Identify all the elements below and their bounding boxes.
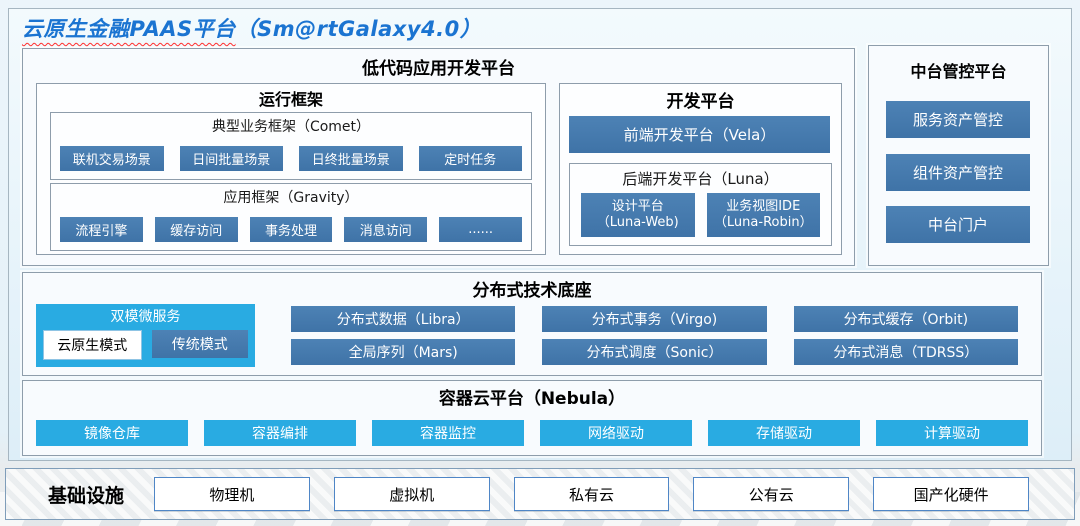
- node-sonic-distributed-scheduling: 分布式调度（Sonic）: [542, 339, 767, 365]
- node-midplatform-portal: 中台门户: [886, 206, 1030, 243]
- node-luna-robin-line2: （Luna-Robin）: [713, 215, 813, 230]
- node-service-asset-control: 服务资产管控: [886, 101, 1030, 138]
- gravity-framework-box: 应用框架（Gravity） 流程引擎 缓存访问 事务处理 消息访问 ......: [50, 183, 532, 251]
- node-container-monitoring: 容器监控: [372, 420, 524, 446]
- node-luna-web-line1: 设计平台: [611, 198, 664, 214]
- midplatform-title: 中台管控平台: [910, 62, 1007, 81]
- infrastructure-strip: 基础设施 物理机 虚拟机 私有云 公有云 国产化硬件: [5, 468, 1075, 520]
- dev-platform-title: 开发平台: [666, 92, 735, 112]
- node-component-asset-control: 组件资产管控: [886, 154, 1030, 191]
- lowcode-platform-panel: 低代码应用开发平台 运行框架 典型业务框架（Comet） 联机交易场景 日间批量…: [22, 48, 855, 266]
- comet-node-row: 联机交易场景 日间批量场景 日终批量场景 定时任务: [60, 146, 522, 171]
- node-virtual-machine: 虚拟机: [333, 477, 490, 511]
- nebula-platform-panel: 容器云平台（Nebula） 镜像仓库 容器编排 容器监控 网络驱动 存储驱动 计…: [22, 380, 1042, 456]
- node-cache-access: 缓存访问: [154, 217, 238, 242]
- runtime-framework-title: 运行框架: [258, 90, 323, 109]
- node-private-cloud: 私有云: [513, 477, 670, 511]
- infrastructure-items: 物理机 虚拟机 私有云 公有云 国产化硬件: [154, 477, 1029, 511]
- distributed-base-panel: 分布式技术底座 双模微服务 云原生模式 传统模式 分布式数据（Libra） 分布…: [22, 272, 1042, 376]
- lowcode-platform-title: 低代码应用开发平台: [362, 59, 515, 79]
- node-image-registry: 镜像仓库: [36, 420, 188, 446]
- comet-framework-box: 典型业务框架（Comet） 联机交易场景 日间批量场景 日终批量场景 定时任务: [50, 112, 532, 180]
- comet-framework-title: 典型业务框架（Comet）: [211, 119, 371, 135]
- node-container-orchestration: 容器编排: [204, 420, 356, 446]
- diagram-title-main: 云原生金融PAAS平台: [22, 17, 236, 41]
- distributed-node-grid: 分布式数据（Libra） 分布式事务（Virgo) 分布式缓存（Orbit) 全…: [291, 306, 1018, 365]
- nebula-platform-title: 容器云平台（Nebula）: [438, 389, 626, 409]
- node-domestic-hardware: 国产化硬件: [873, 477, 1029, 511]
- node-message-access: 消息访问: [344, 217, 428, 242]
- runtime-framework-box: 运行框架 典型业务框架（Comet） 联机交易场景 日间批量场景 日终批量场景 …: [36, 83, 546, 255]
- luna-node-row: 设计平台 （Luna-Web) 业务视图IDE （Luna-Robin）: [581, 193, 820, 237]
- node-public-cloud: 公有云: [693, 477, 850, 511]
- node-daytime-batch: 日间批量场景: [179, 146, 283, 171]
- node-vela-frontend: 前端开发平台（Vela）: [569, 116, 830, 153]
- luna-backend-box: 后端开发平台（Luna） 设计平台 （Luna-Web) 业务视图IDE （Lu…: [569, 163, 832, 246]
- node-luna-web-line2: （Luna-Web): [596, 215, 679, 230]
- gravity-node-row: 流程引擎 缓存访问 事务处理 消息访问 ......: [60, 217, 522, 242]
- nebula-node-row: 镜像仓库 容器编排 容器监控 网络驱动 存储驱动 计算驱动: [36, 420, 1028, 446]
- node-compute-driver: 计算驱动: [876, 420, 1028, 446]
- gravity-framework-title: 应用框架（Gravity）: [223, 190, 359, 206]
- node-physical-machine: 物理机: [154, 477, 310, 511]
- diagram-title-version: （Sm@rtGalaxy4.0）: [235, 17, 482, 41]
- node-ellipsis: ......: [439, 217, 522, 242]
- infrastructure-label: 基础设施: [48, 484, 125, 507]
- node-mars-global-sequence: 全局序列（Mars): [291, 339, 516, 365]
- node-luna-robin: 业务视图IDE （Luna-Robin）: [706, 193, 820, 237]
- node-luna-robin-line1: 业务视图IDE: [726, 198, 801, 214]
- diagram-title: 云原生金融PAAS平台（Sm@rtGalaxy4.0）: [22, 13, 481, 43]
- node-cloud-native-mode: 云原生模式: [43, 330, 142, 360]
- luna-backend-title: 后端开发平台（Luna）: [622, 170, 779, 188]
- node-eod-batch: 日终批量场景: [299, 146, 403, 171]
- node-online-trading: 联机交易场景: [60, 146, 164, 171]
- dualmode-row: 云原生模式 传统模式: [43, 330, 248, 360]
- node-traditional-mode: 传统模式: [151, 330, 248, 358]
- node-storage-driver: 存储驱动: [708, 420, 860, 446]
- dualmode-microservice-box: 双模微服务 云原生模式 传统模式: [36, 304, 255, 367]
- node-transaction-processing: 事务处理: [249, 217, 333, 242]
- node-process-engine: 流程引擎: [60, 217, 143, 242]
- node-luna-web: 设计平台 （Luna-Web): [581, 193, 695, 237]
- distributed-base-title: 分布式技术底座: [472, 281, 592, 301]
- node-scheduled-task: 定时任务: [418, 146, 522, 171]
- node-libra-distributed-data: 分布式数据（Libra）: [291, 306, 516, 332]
- dualmode-title: 双模微服务: [110, 309, 181, 325]
- node-network-driver: 网络驱动: [540, 420, 692, 446]
- node-virgo-distributed-transaction: 分布式事务（Virgo): [542, 306, 767, 332]
- midplatform-panel: 中台管控平台 服务资产管控 组件资产管控 中台门户: [868, 45, 1049, 266]
- node-tdrss-distributed-message: 分布式消息（TDRSS）: [793, 339, 1018, 365]
- dev-platform-box: 开发平台 前端开发平台（Vela） 后端开发平台（Luna） 设计平台 （Lun…: [559, 83, 842, 255]
- node-orbit-distributed-cache: 分布式缓存（Orbit): [793, 306, 1018, 332]
